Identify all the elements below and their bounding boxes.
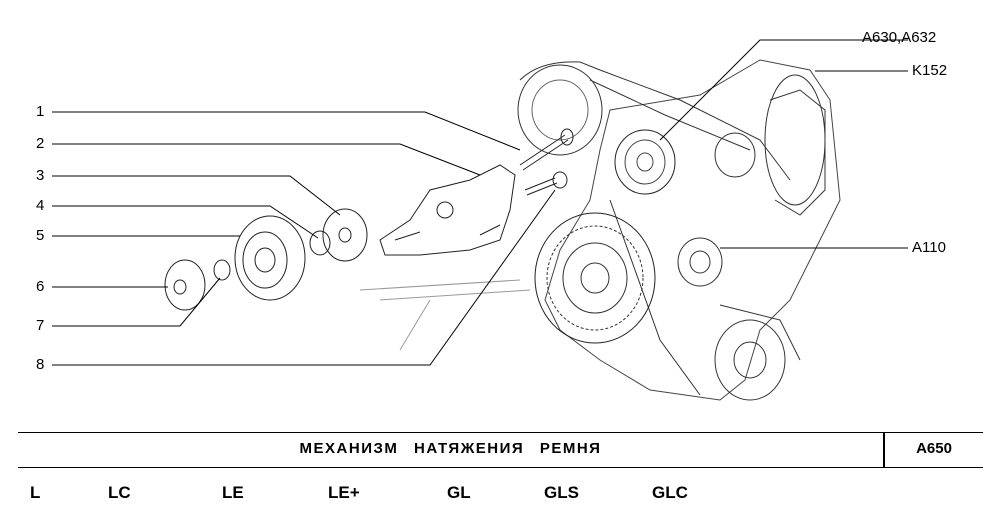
page-title: МЕХАНИЗМ НАТЯЖЕНИЯ РЕМНЯ — [299, 440, 602, 457]
tensioner-roller — [234, 215, 306, 301]
section-code: A650 — [916, 440, 952, 457]
callout-6: 6 — [36, 278, 45, 295]
callout-4: 4 — [36, 197, 45, 214]
bolt-1 — [519, 134, 569, 171]
engine-cover-outline — [544, 59, 841, 401]
cap-6 — [164, 259, 206, 311]
callout-7: 7 — [36, 317, 45, 334]
belt — [599, 69, 791, 181]
reference-k152: K152 — [912, 62, 948, 79]
bolt-8 — [524, 177, 558, 196]
alternator — [764, 74, 826, 206]
washer-3 — [322, 208, 368, 262]
model-le: LE — [222, 483, 244, 502]
tensioner-bracket — [379, 164, 516, 256]
model-lc: LC — [108, 483, 131, 502]
callout-1: 1 — [36, 103, 45, 120]
callout-2: 2 — [36, 135, 45, 152]
callout-8: 8 — [36, 356, 45, 373]
upper-pulley — [517, 64, 603, 156]
reference-a110: A110 — [912, 239, 946, 256]
model-glc: GLC — [652, 483, 688, 502]
belt-tensioner-exploded-diagram — [52, 39, 908, 401]
model-gl: GL — [447, 483, 471, 502]
callout-5: 5 — [36, 227, 45, 244]
reference-a630-a632: A630,A632 — [862, 29, 937, 46]
crankshaft-pulley — [534, 212, 656, 344]
model-gls: GLS — [544, 483, 579, 502]
title-block: МЕХАНИЗМ НАТЯЖЕНИЯ РЕМНЯ A650 — [18, 432, 983, 468]
callout-3: 3 — [36, 167, 45, 184]
idler-pulley — [614, 129, 676, 195]
model-le-plus: LE+ — [328, 483, 360, 502]
model-l: L — [30, 483, 41, 502]
bushing-4 — [309, 230, 331, 256]
nut-7 — [213, 259, 231, 281]
title-divider — [883, 433, 885, 467]
